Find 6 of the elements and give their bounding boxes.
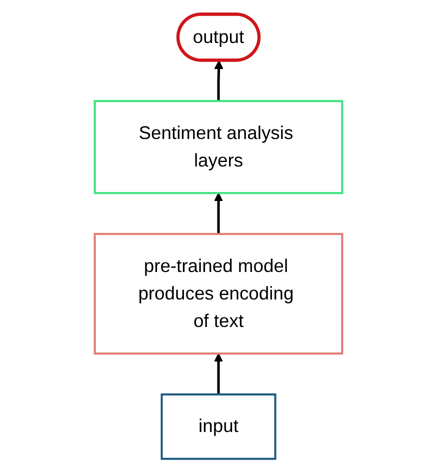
node-box: input	[160, 393, 276, 460]
arrow	[214, 192, 223, 234]
node-box: Sentiment analysis layers	[94, 100, 344, 194]
arrow	[214, 353, 223, 394]
node-box: pre-trained model produces encoding of text	[94, 232, 344, 355]
arrow	[214, 60, 224, 102]
